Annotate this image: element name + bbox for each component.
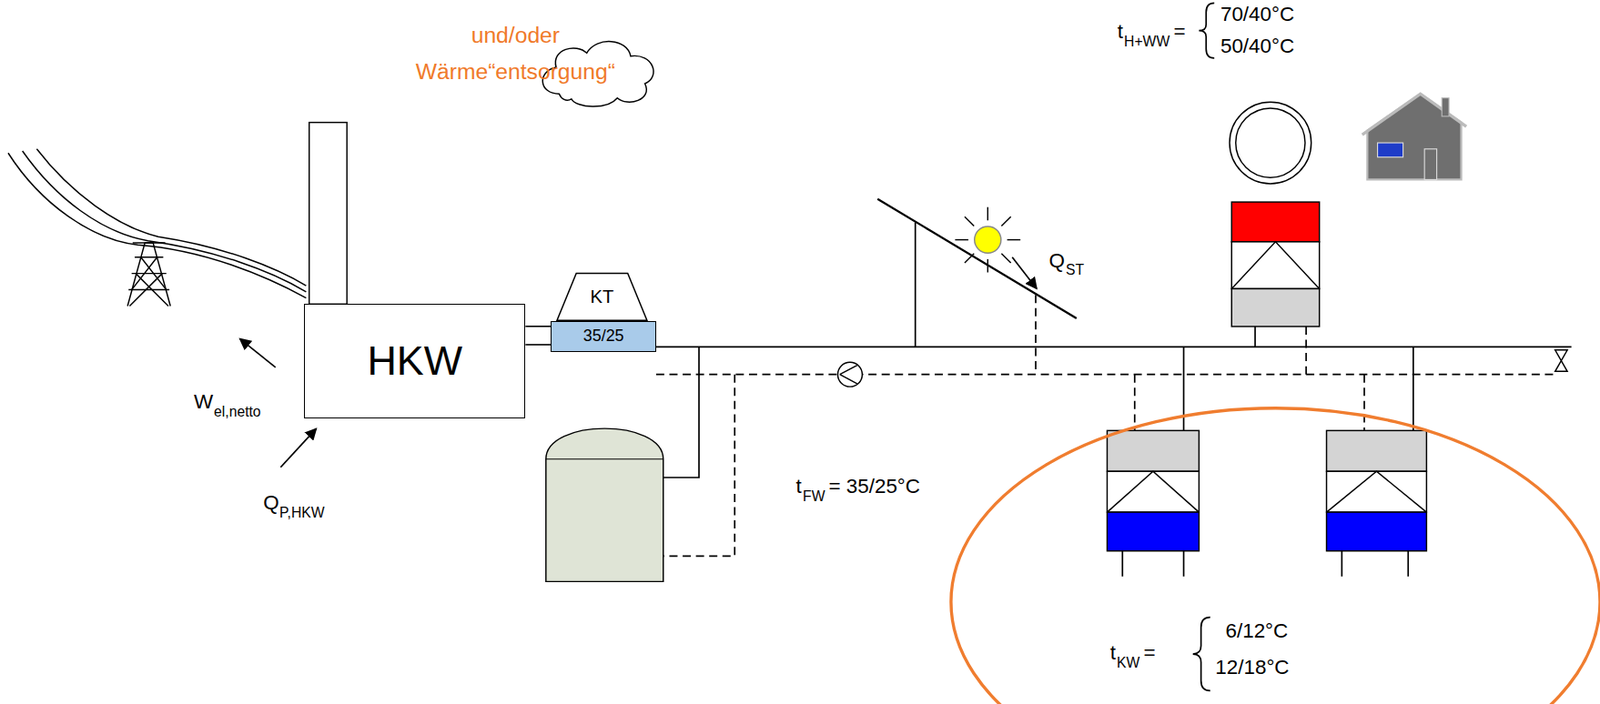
brace (1193, 617, 1211, 692)
temperature-value: 12/18°C (1215, 656, 1289, 680)
power-lines (8, 149, 306, 299)
highlight-ellipse (951, 408, 1600, 704)
temperature-value: = 35/25°C (828, 475, 921, 499)
sun (954, 207, 1021, 274)
solar-arrow (1012, 257, 1037, 290)
temperature-value: 6/12°C (1225, 619, 1289, 644)
sun-ray (1001, 253, 1011, 264)
sun-ray (1007, 239, 1022, 241)
headline-text: und/oder (471, 22, 560, 49)
house-icon (1362, 93, 1467, 180)
power-arrow (239, 338, 275, 367)
cooling-tower: KT (556, 273, 649, 322)
sun-ray (964, 253, 974, 264)
subscript: ST (1065, 262, 1084, 279)
fuel-arrow (280, 428, 316, 468)
subscript: el,netto (213, 404, 261, 421)
temperature-value: 50/40°C (1220, 34, 1295, 59)
pylon (127, 243, 171, 307)
pipe-connector (525, 344, 551, 346)
pipe-connector (525, 325, 551, 328)
brace (1198, 2, 1215, 59)
subscript: H+WW (1124, 33, 1170, 51)
equals-sign: = (1143, 641, 1155, 666)
node-label: 35/25 (583, 326, 625, 346)
end-valve (1555, 350, 1568, 373)
equals-sign: = (1173, 20, 1185, 44)
subscript: FW (802, 488, 825, 506)
sun-ray (987, 207, 989, 222)
pipes (656, 222, 1572, 578)
symbol: Q (263, 491, 279, 516)
cooling-consumer (1326, 430, 1428, 551)
headline-text: Wärme“entsorgung“ (415, 59, 616, 85)
pump (837, 362, 862, 387)
symbol: t (1110, 641, 1116, 666)
subscript: P,HKW (279, 505, 325, 522)
sun-ray (954, 239, 969, 241)
storage-tank (546, 428, 664, 582)
node-label: KT (590, 286, 615, 308)
sun-ray (987, 259, 989, 274)
tank-seam (546, 458, 664, 460)
sun-ray (964, 216, 974, 226)
power-plant-box: HKW (303, 303, 526, 419)
symbol: W (193, 390, 213, 415)
chimney (309, 122, 347, 305)
heating-consumer (1229, 101, 1320, 327)
sun-ray (1001, 216, 1011, 226)
symbol: t (796, 475, 802, 499)
symbol: Q (1049, 249, 1065, 274)
solar-collector (877, 199, 1077, 319)
condenser-box: 35/25 (550, 321, 656, 353)
temperature-value: 70/40°C (1220, 2, 1295, 27)
cooling-consumer (1106, 430, 1199, 551)
symbol: t (1117, 20, 1124, 44)
node-label: HKW (366, 337, 463, 385)
subscript: KW (1116, 655, 1140, 672)
